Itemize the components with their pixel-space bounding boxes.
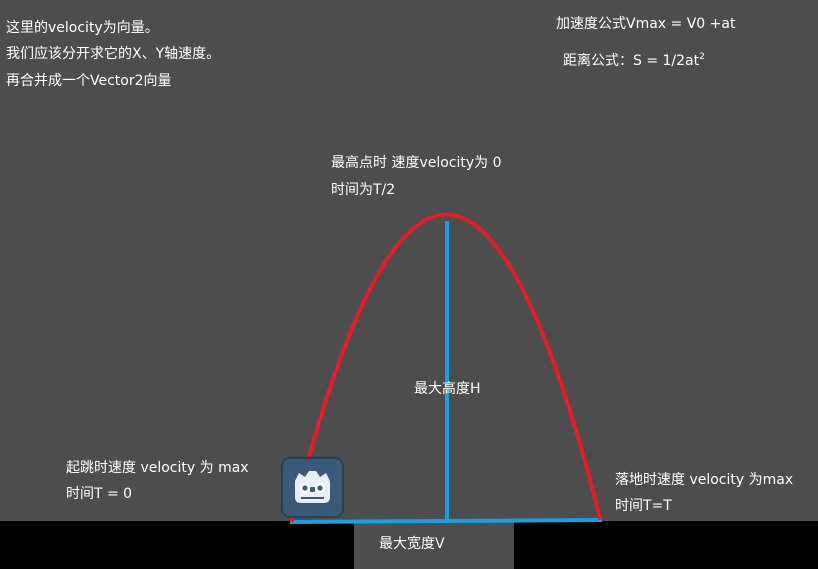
distance-formula: 距离公式：S = 1/2at2: [563, 47, 705, 71]
jump-label-1: 起跳时速度 velocity 为 max: [66, 460, 249, 476]
ground-right: [514, 521, 818, 569]
land-label-2: 时间T=T: [615, 498, 672, 514]
godot-logo-icon: [281, 457, 344, 518]
jump-label-2: 时间T = 0: [66, 486, 133, 502]
width-label: 最大宽度V: [379, 536, 445, 552]
distance-formula-exponent: 2: [699, 52, 705, 62]
apex-label-1: 最高点时 速度velocity为 0: [331, 155, 502, 171]
height-label: 最大高度H: [414, 381, 481, 397]
distance-formula-text: 距离公式：S = 1/2at: [563, 53, 700, 69]
apex-label-2: 时间为T/2: [331, 182, 396, 198]
ground-left: [0, 521, 354, 569]
trajectory-arc: [290, 212, 602, 522]
land-label-1: 落地时速度 velocity 为max: [615, 472, 794, 488]
note-line-3: 再合并成一个Vector2向量: [6, 73, 172, 89]
ground-center-block: [354, 521, 514, 569]
accel-formula: 加速度公式Vmax = V0 +at: [556, 16, 736, 32]
note-line-1: 这里的velocity为向量。: [6, 20, 159, 36]
note-line-2: 我们应该分开求它的X、Y轴速度。: [6, 46, 221, 62]
